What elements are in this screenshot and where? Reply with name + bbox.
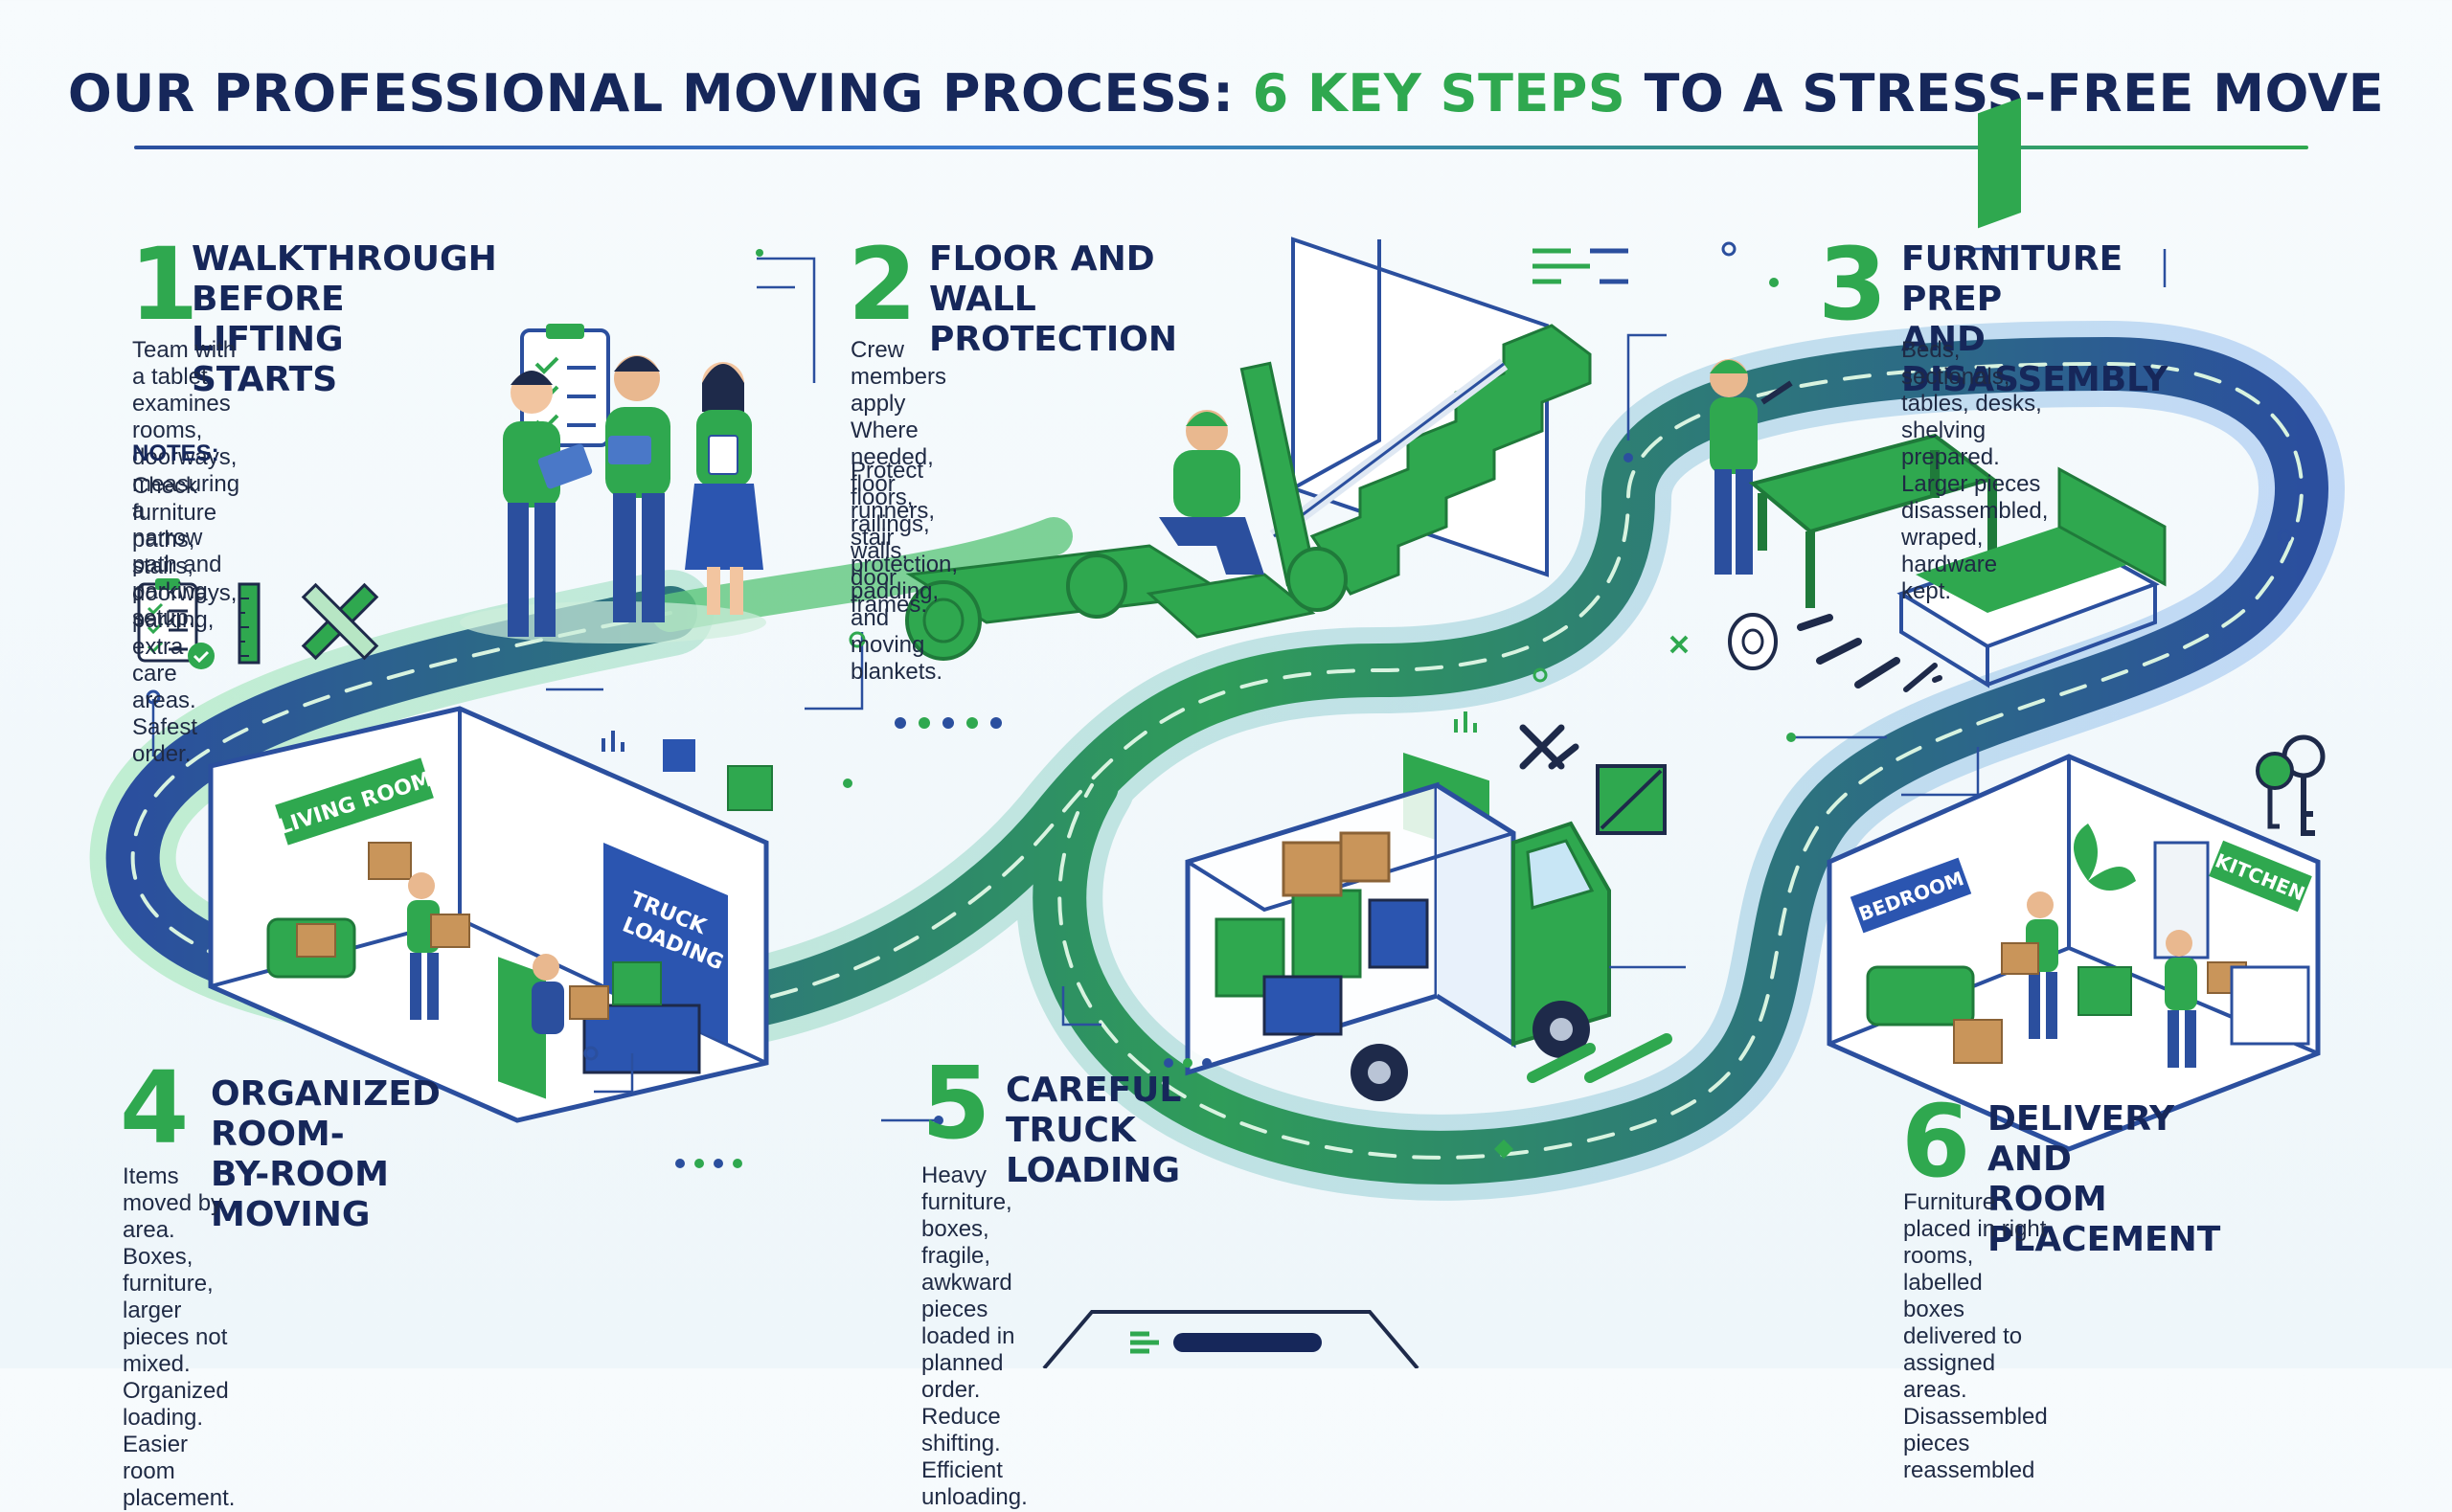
step-5-heading: CAREFUL TRUCK LOADING <box>1006 1071 1182 1190</box>
furniture-prep-illustration <box>1710 359 2167 688</box>
bottom-decoration <box>1042 1310 1419 1368</box>
step-2-heading: FLOOR AND WALL PROTECTION <box>929 239 1177 359</box>
step-5-number: 5 <box>921 1045 991 1162</box>
walkthrough-team-illustration <box>460 324 766 643</box>
title-underline <box>134 146 2308 149</box>
step-4-number: 4 <box>120 1049 190 1166</box>
living-room-illustration: LIVING ROOM TRUCK LOADING <box>208 706 769 1123</box>
step-6-heading: DELIVERY AND ROOM PLACEMENT <box>1987 1099 2221 1259</box>
cable-reel-icon <box>1728 613 1778 670</box>
page-title: OUR PROFESSIONAL MOVING PROCESS: 6 KEY S… <box>0 63 2452 124</box>
step-5-description: Heavy furniture, boxes, fragile, awkward… <box>921 1162 1028 1510</box>
step-6-number: 6 <box>1901 1083 1971 1200</box>
floor-protection-illustration <box>905 237 1592 858</box>
step-3-number: 3 <box>1818 226 1888 343</box>
decorative-connectors <box>151 247 2167 1122</box>
step-3-description: Beds, sectionals, tables, desks, shelvin… <box>1901 337 2049 604</box>
title-part1: OUR PROFESSIONAL MOVING PROCESS: <box>67 63 1253 124</box>
clipboard-checklist-icon <box>137 578 215 669</box>
decorative-dots <box>146 241 2292 1168</box>
step-2-description-2: Protect floors, railings, walls, door fr… <box>851 458 930 618</box>
tape-measure-icon <box>301 582 379 661</box>
step-1-heading: WALKTHROUGH BEFORE LIFTING STARTS <box>192 239 497 399</box>
step-6-description: Furniture placed in right rooms, labelle… <box>1903 1189 2048 1483</box>
step-3-heading: FURNITURE PREP AND DISASSEMBLY <box>1901 239 2168 399</box>
ruler-icon <box>238 582 261 665</box>
step-1-number: 1 <box>129 226 199 343</box>
truck-loading-illustration <box>1185 764 1672 1101</box>
delivery-rooms-illustration: BEDROOM KITCHEN <box>1827 98 2321 1152</box>
title-highlight: 6 KEY STEPS <box>1252 63 1626 124</box>
step-2-description: Crew members apply Where needed, floor r… <box>851 337 959 685</box>
step-4-heading: ORGANIZED ROOM- BY-ROOM MOVING <box>211 1074 441 1234</box>
step-2-number: 2 <box>848 226 918 343</box>
step-1-notes: Check furniture paths, stairs, doorways,… <box>132 473 238 767</box>
step-4-description: Items moved by area. Boxes, furniture, l… <box>123 1163 236 1511</box>
screws-icon <box>1519 614 1942 770</box>
key-icon <box>2256 734 2326 836</box>
process-illustration: LIVING ROOM TRUCK LOADING <box>89 98 2345 1368</box>
step-1-notes-label: NOTES: <box>132 440 219 466</box>
step-1-description: Team with a tablet examines rooms, doorw… <box>132 337 240 631</box>
